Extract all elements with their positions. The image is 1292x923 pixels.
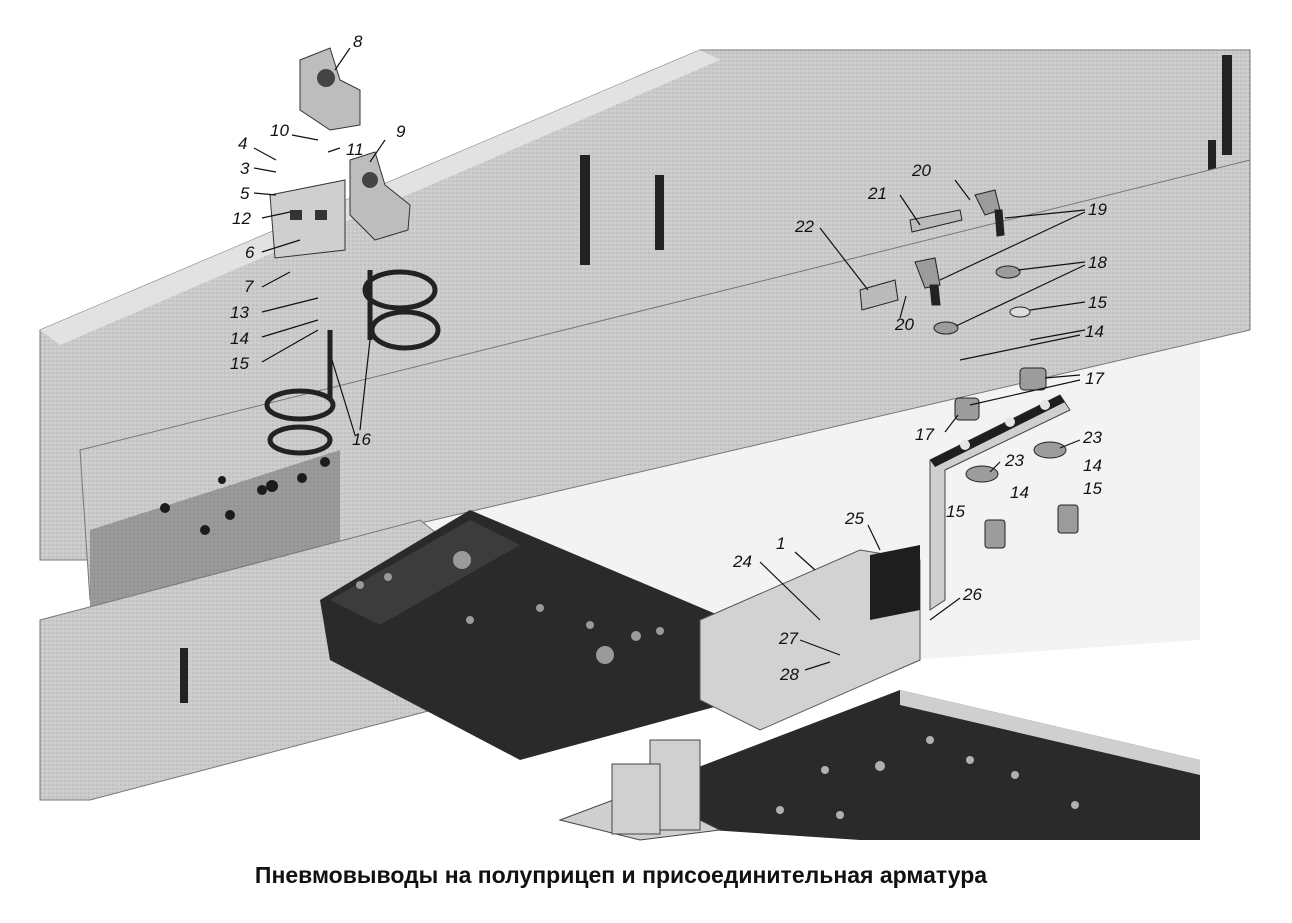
callout-15-right-upper: 15 xyxy=(1088,293,1107,312)
fittings-group xyxy=(859,189,1079,549)
callout-19: 19 xyxy=(1088,200,1107,219)
callout-5: 5 xyxy=(240,184,250,203)
callout-3: 3 xyxy=(240,159,250,178)
callout-18: 18 xyxy=(1088,253,1107,272)
callout-16: 16 xyxy=(352,430,371,449)
callout-4: 4 xyxy=(238,134,247,153)
callout-25: 25 xyxy=(844,509,864,528)
callout-24: 24 xyxy=(732,552,752,571)
callout-12: 12 xyxy=(232,209,251,228)
mounting-bracket xyxy=(699,394,1071,731)
callout-labels: 8 10 11 9 4 3 5 12 6 7 13 14 15 16 20 21… xyxy=(230,32,1107,684)
callout-10: 10 xyxy=(270,121,289,140)
callout-28: 28 xyxy=(779,665,799,684)
right-lower-rail xyxy=(558,690,1200,841)
callout-20-top: 20 xyxy=(911,161,931,180)
callout-17-left: 17 xyxy=(915,425,934,444)
figure-caption: Пневмовыводы на полуприцеп и присоединит… xyxy=(254,862,988,888)
callout-15-mid: 15 xyxy=(946,502,965,521)
callout-23-right: 23 xyxy=(1082,428,1102,447)
callout-15-right: 15 xyxy=(1083,479,1102,498)
callout-22: 22 xyxy=(794,217,814,236)
leader-lines xyxy=(253,47,1086,671)
cross-member xyxy=(320,510,740,760)
callout-15: 15 xyxy=(230,354,249,373)
callout-6: 6 xyxy=(245,243,255,262)
callout-13: 13 xyxy=(230,303,249,322)
callout-20-bottom: 20 xyxy=(894,315,914,334)
air-hoses xyxy=(264,269,441,456)
callout-21: 21 xyxy=(867,184,887,203)
callout-7: 7 xyxy=(244,277,254,296)
callout-1: 1 xyxy=(776,534,785,553)
callout-14-right: 14 xyxy=(1083,456,1102,475)
callout-14-right-upper: 14 xyxy=(1085,322,1104,341)
callout-27: 27 xyxy=(778,629,798,648)
callout-14: 14 xyxy=(230,329,249,348)
lower-frame-rail xyxy=(79,159,1251,620)
callout-26: 26 xyxy=(962,585,982,604)
callout-9: 9 xyxy=(396,122,406,141)
callout-23-left: 23 xyxy=(1004,451,1024,470)
callout-17-right: 17 xyxy=(1085,369,1104,388)
callout-14-mid: 14 xyxy=(1010,483,1029,502)
callout-11: 11 xyxy=(346,140,364,159)
coupling-heads xyxy=(269,47,411,259)
callout-8: 8 xyxy=(353,32,363,51)
